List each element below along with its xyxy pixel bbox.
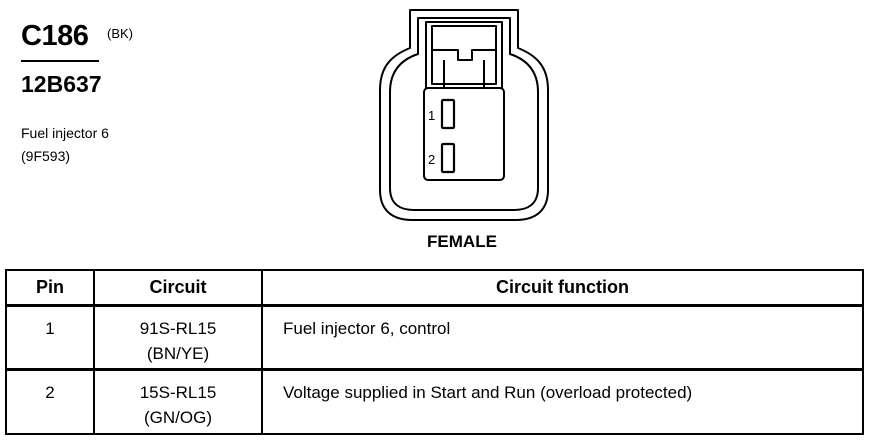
pin-assignment-table: Pin Circuit Circuit function 1 91S-RL15 … — [5, 269, 864, 435]
part-number: 12B637 — [21, 71, 102, 97]
pin-2-terminal — [440, 142, 456, 174]
circuit-id: 15S-RL15 — [139, 383, 217, 402]
connector-face-diagram: 1 2 — [379, 9, 549, 221]
circuit-id: 91S-RL15 — [139, 319, 217, 338]
pin-cavity-body — [423, 87, 505, 181]
component-name: Fuel injector 6 — [21, 125, 109, 141]
wire-color: (GN/OG) — [144, 408, 212, 427]
connector-gender-label: FEMALE — [427, 232, 497, 251]
pin-2-label: 2 — [428, 152, 435, 167]
circuit-cell: 15S-RL15 (GN/OG) — [93, 368, 263, 435]
circuit-function: Voltage supplied in Start and Run (overl… — [261, 368, 864, 435]
component-number: (9F593) — [21, 148, 71, 164]
circuit-cell: 91S-RL15 (BN/YE) — [93, 304, 263, 371]
connector-inner-shell — [389, 17, 539, 211]
pin-number: 2 — [5, 368, 95, 435]
table-row: 1 91S-RL15 (BN/YE) Fuel injector 6, cont… — [5, 304, 864, 371]
locking-tab-inner — [431, 25, 497, 85]
header-circuit-function: Circuit function — [261, 269, 864, 307]
circuit-function: Fuel injector 6, control — [261, 304, 864, 371]
table-row: 2 15S-RL15 (GN/OG) Voltage supplied in S… — [5, 368, 864, 435]
header-circuit: Circuit — [93, 269, 263, 307]
pin-1-terminal — [440, 98, 456, 130]
pin-number: 1 — [5, 304, 95, 371]
connector-outer-shell — [379, 9, 549, 221]
pin-1-label: 1 — [428, 108, 435, 123]
table-header-row: Pin Circuit Circuit function — [5, 269, 864, 307]
title-underline — [21, 60, 99, 62]
wire-color: (BN/YE) — [146, 344, 210, 363]
header-pin: Pin — [5, 269, 95, 307]
locking-tab — [425, 21, 503, 89]
connector-id: C186 — [21, 20, 89, 52]
connector-color: (BK) — [107, 26, 133, 41]
locking-tab-notch — [432, 49, 496, 61]
